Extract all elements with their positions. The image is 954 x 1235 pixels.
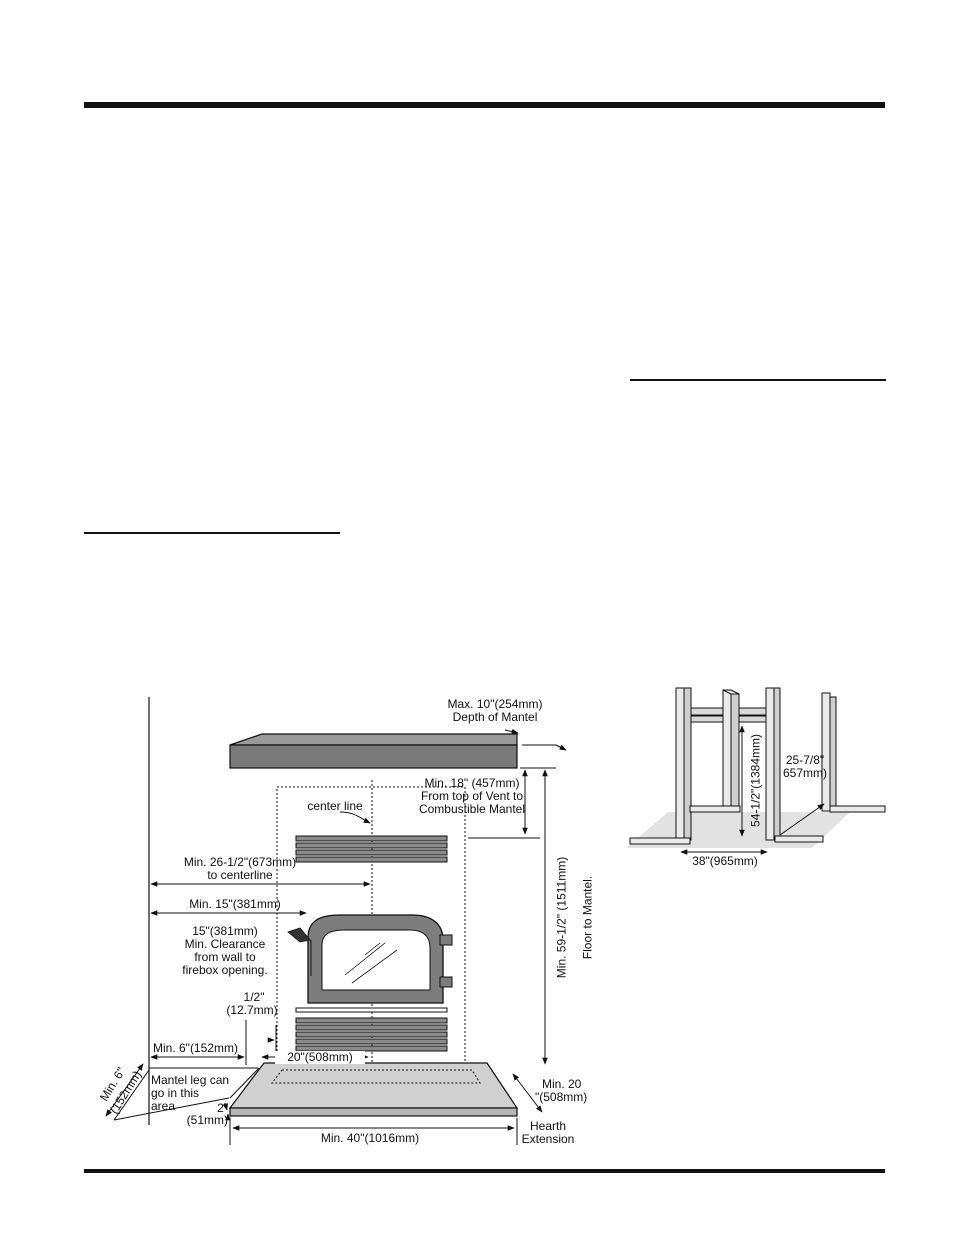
- firebox-door: [287, 914, 453, 1004]
- section-underline-right: [630, 379, 886, 381]
- min-20-mm-label: "(508mm): [535, 1090, 588, 1104]
- framing-depth-label-2: 657mm): [782, 766, 827, 780]
- lower-vent: [295, 1007, 448, 1052]
- center-line-label: center line: [307, 799, 363, 813]
- upper-vent: [295, 835, 448, 863]
- footer-rule: [84, 1169, 885, 1173]
- two-inch-label: 2": [217, 1101, 228, 1115]
- combustible-mantel-label: Combustible Mantel: [418, 802, 526, 816]
- min-26-label: Min. 26-1/2"(673mm): [183, 855, 297, 869]
- framing-height-label: 54-1/2"(1384mm): [748, 734, 763, 827]
- section-underline-left: [84, 532, 340, 534]
- framing-width-label: 38"(965mm): [692, 854, 758, 868]
- half-inch-mm-label: (12.7mm): [226, 1003, 278, 1017]
- clearance-15-label: 15"(381mm): [192, 924, 258, 938]
- two-inch-mm-label: (51mm): [186, 1113, 228, 1127]
- mantel-leg-label-3: area: [151, 1099, 176, 1113]
- min-18-label: Min. 18" (457mm): [424, 776, 520, 790]
- from-top-of-vent-label: From top of Vent to: [420, 789, 524, 803]
- twenty-inch-label: 20"(508mm): [275, 1051, 365, 1064]
- depth-of-mantel-label: Depth of Mantel: [452, 710, 538, 724]
- framing-depth-label-1: 25-7/8": [785, 753, 825, 767]
- extension-label: Extension: [521, 1132, 575, 1146]
- mantel-leg-label-2: go in this: [151, 1086, 200, 1100]
- max-depth-label: Max. 10"(254mm): [447, 697, 543, 711]
- min-15-label: Min. 15"(381mm): [189, 897, 281, 911]
- min-6-label: Min. 6"(152mm): [153, 1041, 238, 1055]
- mantel-leg-area: [105, 1063, 260, 1121]
- min-clearance-label: Min. Clearance: [184, 937, 266, 951]
- header-rule: [84, 102, 885, 108]
- to-centerline-label: to centerline: [207, 868, 273, 882]
- from-wall-label: from wall to: [194, 950, 256, 964]
- min-20-label: Min. 20: [542, 1077, 582, 1091]
- half-inch-label: 1/2": [243, 990, 265, 1004]
- min-40-label: Min. 40"(1016mm): [320, 1131, 420, 1145]
- firebox-opening-label: firebox opening.: [182, 963, 268, 977]
- hearth-label: Hearth: [529, 1119, 567, 1133]
- mantel-leg-label-1: Mantel leg can: [151, 1073, 230, 1087]
